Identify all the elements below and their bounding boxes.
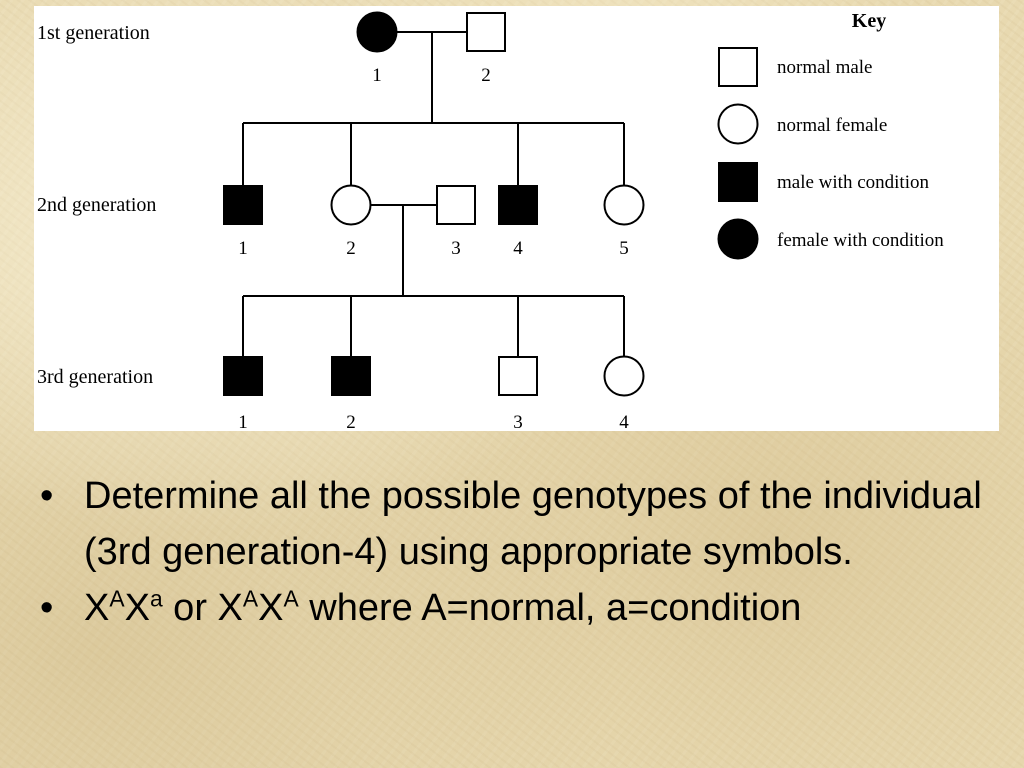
gen2-individual-3-male-square: [436, 185, 476, 225]
gen2-individual-number: 4: [513, 238, 523, 259]
gen2-individual-number: 3: [451, 238, 461, 259]
key-title: Key: [852, 10, 886, 32]
answer-text: XAXa or XAXA where A=normal, a=condition: [84, 587, 801, 629]
gen1-individual-number: 2: [481, 65, 491, 86]
key-label-affected-male: male with condition: [777, 172, 929, 193]
gen2-individual-4-male-square: [498, 185, 538, 225]
answer-bullet: • XAXa or XAXA where A=normal, a=conditi…: [40, 580, 1000, 636]
genotype-1: XAXa: [84, 585, 163, 629]
pedigree-chart: 1st generation 2nd generation 3rd genera…: [37, 10, 944, 431]
key-normal-male-icon: [718, 47, 758, 87]
key-legend: Key normal male normal female male with …: [717, 10, 944, 260]
gen3-individual-2-male-square: [331, 356, 371, 396]
key-label-normal-male: normal male: [777, 57, 873, 78]
gen3-individual-4-female-circle: [603, 355, 645, 397]
gen1-individual-2-male-square: [466, 12, 506, 52]
gen2-individual-number: 2: [346, 238, 356, 259]
key-affected-male-icon: [718, 162, 758, 202]
gen3-individual-number: 1: [238, 412, 248, 431]
or-text: or: [162, 587, 218, 629]
pedigree-panel: 1st generation 2nd generation 3rd genera…: [34, 6, 999, 431]
key-label-affected-female: female with condition: [777, 230, 944, 251]
bullet-marker: •: [40, 475, 54, 517]
pedigree-lines: [242, 31, 625, 357]
question-bullet: • Determine all the possible genotypes o…: [40, 468, 1000, 580]
question-text: Determine all the possible genotypes of …: [84, 475, 982, 573]
genotype-2: XAXA: [217, 585, 299, 629]
gen3-individual-number: 3: [513, 412, 523, 431]
generation-label-2: 2nd generation: [37, 194, 156, 216]
gen3-individual-3-male-square: [498, 356, 538, 396]
gen1-individual-number: 1: [372, 65, 382, 86]
generation-label-3: 3rd generation: [37, 366, 153, 388]
key-normal-female-icon: [717, 103, 759, 145]
gen2-individual-number: 5: [619, 238, 629, 259]
key-label-normal-female: normal female: [777, 115, 887, 136]
gen3-individual-number: 4: [619, 412, 629, 431]
generation-label-1: 1st generation: [37, 22, 150, 44]
key-affected-female-icon: [717, 218, 759, 260]
gen2-individual-number: 1: [238, 238, 248, 259]
allele-definition: where A=normal, a=condition: [298, 587, 802, 629]
pedigree-individuals: 1 2 1 2 3 4 5 1 2 3 4: [223, 11, 645, 431]
bullet-marker: •: [40, 587, 54, 629]
gen2-individual-2-female-circle: [330, 184, 372, 226]
gen2-individual-1-male-square: [223, 185, 263, 225]
gen1-individual-1-female-circle: [356, 11, 398, 53]
gen3-individual-1-male-square: [223, 356, 263, 396]
gen3-individual-number: 2: [346, 412, 356, 431]
bullet-list: • Determine all the possible genotypes o…: [40, 468, 1000, 636]
gen2-individual-5-female-circle: [603, 184, 645, 226]
